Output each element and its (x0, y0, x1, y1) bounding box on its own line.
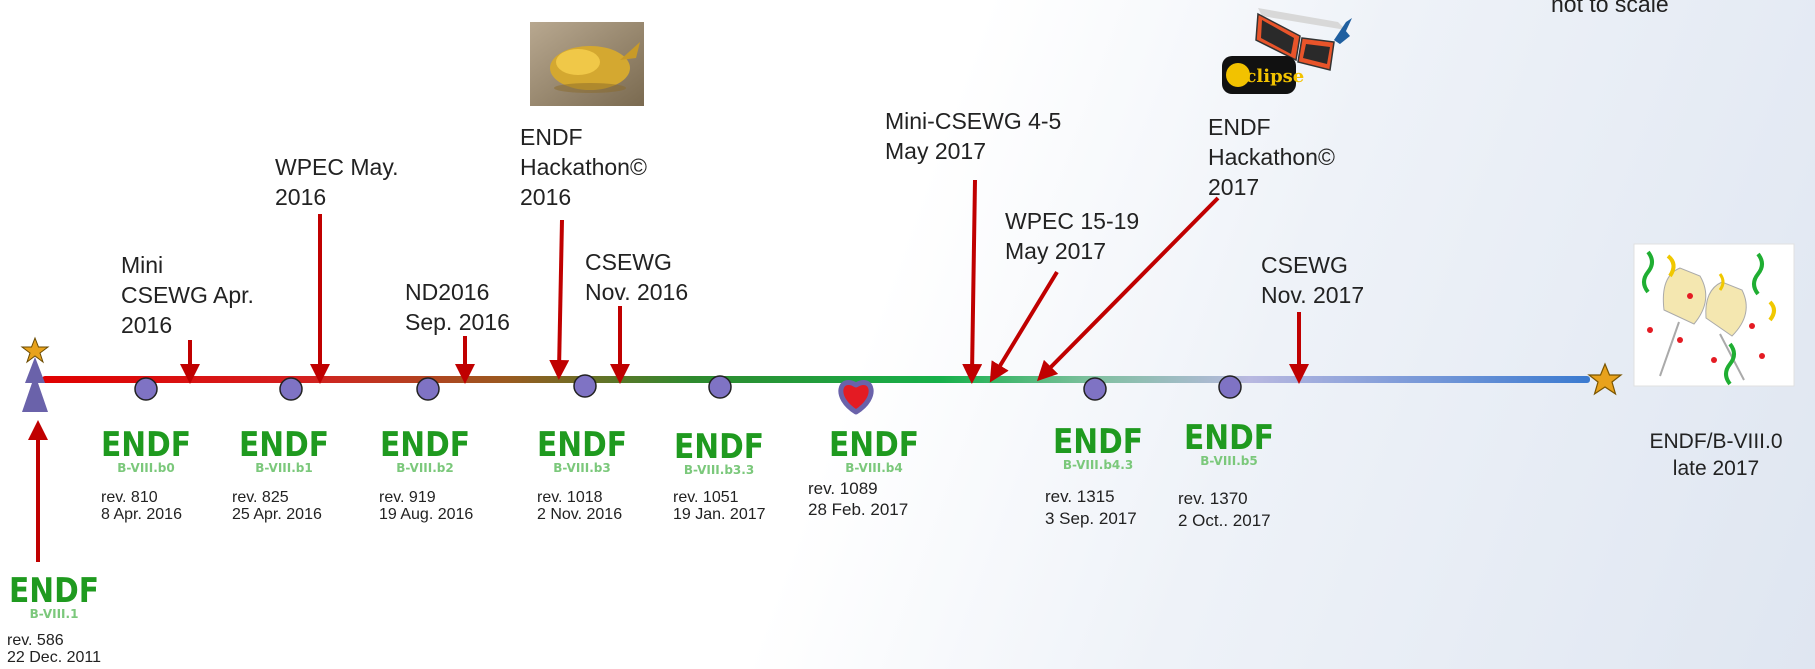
scale-note: not to scale (1551, 0, 1669, 17)
champagne-image (1633, 243, 1795, 387)
endf-logo-version: B-VIII.b0 (117, 461, 174, 475)
release-rev-label: rev. 825 25 Apr. 2016 (232, 489, 322, 523)
endf-logo-version: B-VIII.b3 (553, 461, 610, 475)
event-label: Mini CSEWG Apr. 2016 (121, 252, 254, 338)
golden-beetle-image (530, 22, 644, 106)
endf-logo-version: B-VIII.b4.3 (1063, 458, 1133, 472)
eclipse-text: Eclipse (1232, 66, 1305, 87)
milestone-dot (1083, 377, 1107, 401)
end-star-icon (1587, 362, 1623, 396)
event-label: ENDF Hackathon© 2016 (520, 124, 647, 210)
event-arrow (549, 219, 570, 380)
endf-logo-version: B-VIII.b4 (845, 461, 902, 475)
endf-logo-word: ENDF (829, 425, 919, 465)
event-label: Mini-CSEWG 4-5 May 2017 (885, 108, 1062, 164)
milestone-dot (1218, 375, 1242, 399)
milestone-dot (708, 375, 732, 399)
event-arrow (989, 270, 1059, 383)
endf-logo-version: B-VIII.b2 (396, 461, 453, 475)
event-label: ND2016 Sep. 2016 (405, 279, 510, 335)
release-rev-label: rev. 810 8 Apr. 2016 (101, 489, 182, 523)
event-arrow (962, 179, 983, 384)
timeline-bar (42, 376, 1590, 383)
endf-logo-word: ENDF (101, 425, 191, 465)
endf-logo-version: B-VIII.b3.3 (684, 463, 754, 477)
endf-logo-word: ENDF (674, 427, 764, 467)
endf-logo-version: B-VIII.b1 (255, 461, 312, 475)
milestone-dot (416, 377, 440, 401)
start-rev-label: rev. 586 22 Dec. 2011 (7, 632, 101, 666)
endf-logo-word: ENDF (380, 425, 470, 465)
event-arrow (1036, 196, 1220, 382)
heart-icon (838, 380, 874, 415)
release-rev-label: rev. 1089 28 Feb. 2017 (808, 479, 909, 519)
event-label: ENDF Hackathon© 2017 (1208, 114, 1335, 200)
endf-logo-word: ENDF (1053, 422, 1143, 462)
event-label: CSEWG Nov. 2017 (1261, 252, 1365, 308)
release-rev-label: rev. 919 19 Aug. 2016 (379, 489, 474, 523)
endf-logo-word: ENDF (1184, 418, 1274, 458)
event-label: WPEC May. 2016 (275, 154, 399, 210)
endf-logo-version: B-VIII.b5 (1200, 454, 1257, 468)
milestone-dot (573, 374, 597, 398)
tree-star-icon (20, 336, 50, 364)
release-rev-label: rev. 1370 2 Oct.. 2017 (1178, 489, 1271, 530)
final-release-label: ENDF/B-VIII.0 late 2017 (1649, 430, 1783, 480)
release-rev-label: rev. 1315 3 Sep. 2017 (1045, 487, 1137, 528)
milestone-dot (134, 377, 158, 401)
eclipse-glasses-image: Eclipse (1222, 8, 1352, 94)
release-rev-label: rev. 1051 19 Jan. 2017 (673, 489, 766, 523)
tree-icon (22, 357, 48, 412)
endf-logo-version: B-VIII.1 (30, 607, 79, 621)
milestone-dot (279, 377, 303, 401)
endf-logo-word: ENDF (239, 425, 329, 465)
event-label: CSEWG Nov. 2016 (585, 249, 689, 305)
endf-logo-word: ENDF (537, 425, 627, 465)
release-rev-label: rev. 1018 2 Nov. 2016 (537, 489, 623, 523)
event-label: WPEC 15-19 May 2017 (1005, 208, 1140, 264)
endf-logo-word: ENDF (9, 571, 99, 611)
